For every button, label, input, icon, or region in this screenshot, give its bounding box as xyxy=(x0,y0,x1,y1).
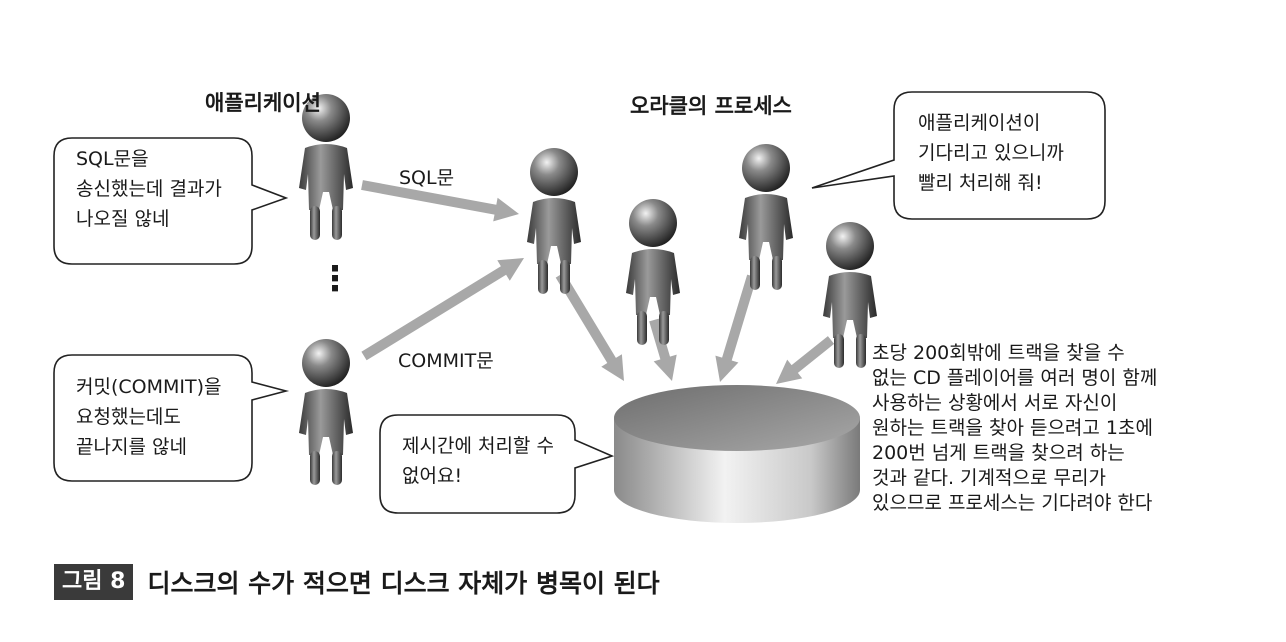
person-oracle-1 xyxy=(527,148,581,294)
bubble-line: 기다리고 있으니까 xyxy=(918,142,1064,164)
bubble-line: 송신했는데 결과가 xyxy=(76,178,222,200)
edge-label-sql: SQL문 xyxy=(399,167,455,189)
person-oracle-3 xyxy=(739,144,793,290)
bubble-text-app-bottom: 커밋(COMMIT)을 요청했는데도 끝나지를 않네 xyxy=(76,372,221,462)
bubble-disk xyxy=(379,414,615,514)
bubble-line: 커밋(COMMIT)을 xyxy=(76,376,222,398)
arrow-oracle4-to-disk xyxy=(776,336,835,384)
bubble-line: 없어요! xyxy=(402,465,463,487)
bubble-line: 요청했는데도 xyxy=(76,406,181,428)
bubble-text-disk: 제시간에 처리할 수 없어요! xyxy=(402,431,554,491)
figure-caption: 그림 8 디스크의 수가 적으면 디스크 자체가 병목이 된다 xyxy=(54,564,660,600)
bubble-oracle xyxy=(811,91,1106,220)
figure-title: 디스크의 수가 적으면 디스크 자체가 병목이 된다 xyxy=(147,569,660,598)
bubble-app-bottom xyxy=(53,354,290,482)
bubble-line: 빨리 처리해 줘! xyxy=(918,172,1043,194)
ellipsis-vertical: ⋮ xyxy=(318,259,352,299)
bubble-line: 나오질 않네 xyxy=(76,208,170,230)
label-oracle-processes: 오라클의 프로세스 xyxy=(630,94,792,118)
note-line: 없는 CD 플레이어를 여러 명이 함께 xyxy=(872,367,1158,389)
arrow-sql xyxy=(361,180,519,222)
arrows xyxy=(361,180,835,384)
bubble-line: 제시간에 처리할 수 xyxy=(402,435,554,457)
bubble-line: 끝나지를 않네 xyxy=(76,436,187,458)
disk-cylinder xyxy=(614,385,860,523)
bubble-text-app-top: SQL문을 송신했는데 결과가 나오질 않네 xyxy=(76,144,222,234)
note-line: 원하는 트랙을 찾아 듣으려고 1초에 xyxy=(872,417,1153,439)
bubble-app-top xyxy=(53,137,289,265)
bubble-text-oracle: 애플리케이션이 기다리고 있으니까 빨리 처리해 줘! xyxy=(918,108,1064,198)
edge-label-commit: COMMIT문 xyxy=(398,350,494,372)
note-line: 200번 넘게 트랙을 찾으려 하는 xyxy=(872,442,1125,464)
bubble-line: SQL문을 xyxy=(76,148,149,170)
label-application: 애플리케이션 xyxy=(205,91,321,115)
arrow-oracle1-to-disk xyxy=(555,272,624,381)
person-app-bottom xyxy=(299,339,353,485)
note-line: 사용하는 상황에서 서로 자신이 xyxy=(872,392,1118,414)
bubble-line: 애플리케이션이 xyxy=(918,112,1041,134)
arrow-oracle2-to-disk xyxy=(649,318,677,381)
arrow-commit xyxy=(361,258,524,361)
note-line: 것과 같다. 기계적으로 무리가 xyxy=(872,467,1106,489)
note-line: 있으므로 프로세스는 기다려야 한다 xyxy=(872,492,1153,514)
note-line: 초당 200회밖에 트랙을 찾을 수 xyxy=(872,342,1125,364)
arrow-oracle3-to-disk xyxy=(715,274,757,382)
figure-number-badge: 그림 8 xyxy=(54,564,134,600)
explanation-note: 초당 200회밖에 트랙을 찾을 수 없는 CD 플레이어를 여러 명이 함께 … xyxy=(872,341,1157,516)
